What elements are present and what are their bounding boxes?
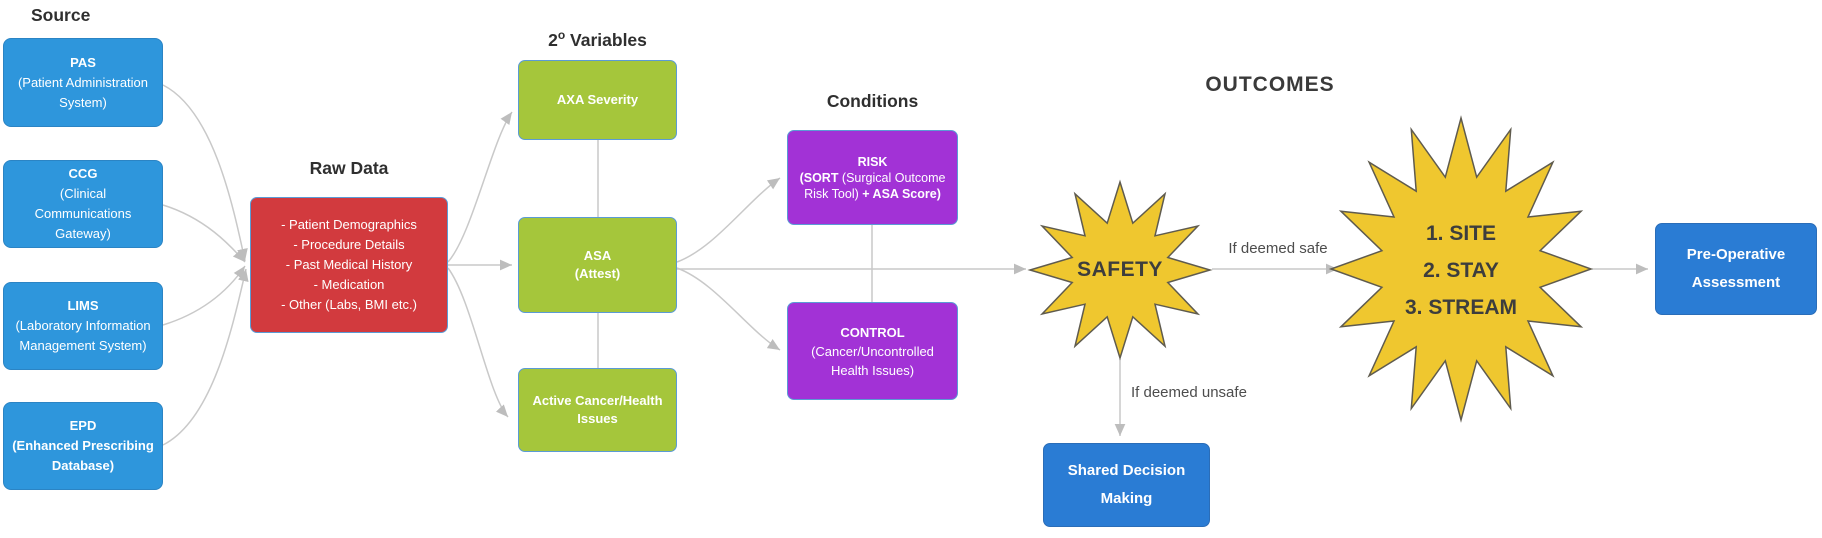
condition-box-risk-detail: (SORT (Surgical Outcome Risk Tool) + ASA…	[794, 170, 951, 202]
edge-label-if-deemed-safe: If deemed safe	[1228, 240, 1328, 257]
connector-rawdata-to-cancer	[447, 267, 509, 418]
raw-data-box: - Patient Demographics - Procedure Detai…	[250, 197, 448, 333]
source-box-lims: LIMS (Laboratory Information Management …	[3, 282, 163, 370]
connector-ccg-to-rawdata	[162, 204, 246, 263]
risk-detail-bold2: + ASA Score)	[862, 186, 941, 201]
condition-box-risk-title: RISK	[857, 154, 888, 169]
safety-star-label: SAFETY	[1077, 258, 1163, 281]
heading-secondary-variables: 2o Variables	[518, 28, 677, 51]
connector-rawdata-to-axa	[447, 111, 513, 263]
variable-box-axa-label: AXA Severity	[556, 92, 639, 107]
raw-data-item: - Past Medical History	[285, 257, 413, 272]
outcome-star-label: 1. SITE 2. STAY 3. STREAM	[1361, 200, 1561, 340]
condition-box-control-detail: (Cancer/Uncontrolled Health Issues)	[811, 343, 934, 378]
source-box-ccg: CCG (Clinical Communications Gateway)	[3, 160, 163, 248]
connector-epd-to-rawdata	[162, 268, 249, 446]
heading-variables-sup: o	[557, 28, 566, 42]
source-box-pas-fullname: (Patient Administration System)	[17, 74, 149, 110]
raw-data-item: - Procedure Details	[293, 237, 405, 252]
edge-label-if-deemed-unsafe: If deemed unsafe	[1131, 384, 1247, 401]
connector-pas-to-rawdata	[162, 84, 248, 262]
safety-star	[1027, 179, 1213, 361]
heading-source: Source	[31, 5, 91, 25]
condition-box-control-title: CONTROL	[840, 324, 905, 340]
raw-data-item: - Other (Labs, BMI etc.)	[281, 297, 417, 312]
source-box-lims-fullname: (Laboratory Information Management Syste…	[15, 318, 151, 353]
source-box-epd-acronym: EPD	[69, 418, 97, 433]
variable-box-active-cancer: Active Cancer/Health Issues	[518, 368, 677, 452]
condition-box-risk: RISK (SORT (Surgical Outcome Risk Tool) …	[787, 130, 958, 225]
heading-variables-rest: Variables	[565, 29, 647, 50]
connector-lims-to-rawdata	[162, 265, 246, 326]
source-box-epd-fullname: (Enhanced Prescribing Database)	[12, 438, 154, 473]
outcome-star-line: 1. SITE	[1425, 221, 1497, 245]
variable-box-asa: ASA (Attest)	[518, 217, 677, 313]
connector-asa-to-control	[676, 267, 781, 351]
risk-detail-regular: (Surgical Outcome Risk Tool)	[804, 170, 946, 201]
heading-outcomes: OUTCOMES	[1205, 73, 1335, 96]
outcome-star-line: 3. STREAM	[1404, 295, 1517, 319]
heading-variables-prefix: 2	[548, 29, 558, 50]
source-box-lims-acronym: LIMS	[67, 298, 99, 313]
shared-decision-making-box: Shared Decision Making	[1043, 443, 1210, 527]
risk-detail-bold1: (SORT	[799, 170, 839, 185]
variable-box-asa-title: ASA	[583, 248, 612, 263]
variable-box-axa-severity: AXA Severity	[518, 60, 677, 140]
heading-raw-data: Raw Data	[309, 158, 389, 178]
source-box-epd: EPD (Enhanced Prescribing Database)	[3, 402, 163, 490]
outcome-star-line: 2. STAY	[1423, 258, 1499, 282]
connector-asa-to-risk	[676, 177, 781, 263]
source-box-ccg-acronym: CCG	[68, 166, 98, 181]
raw-data-item: - Medication	[313, 277, 385, 292]
heading-conditions: Conditions	[826, 91, 919, 111]
outcome-star	[1328, 115, 1594, 423]
source-box-pas: PAS (Patient Administration System)	[3, 38, 163, 127]
source-box-pas-acronym: PAS	[70, 54, 96, 70]
source-box-ccg-fullname: (Clinical Communications Gateway)	[34, 186, 132, 241]
condition-box-control: CONTROL (Cancer/Uncontrolled Health Issu…	[787, 302, 958, 400]
raw-data-item: - Patient Demographics	[281, 217, 417, 232]
preoperative-assessment-box: Pre-Operative Assessment	[1655, 223, 1817, 315]
variable-box-asa-sub: (Attest)	[574, 266, 621, 281]
variable-box-active-cancer-label: Active Cancer/Health Issues	[532, 393, 663, 426]
